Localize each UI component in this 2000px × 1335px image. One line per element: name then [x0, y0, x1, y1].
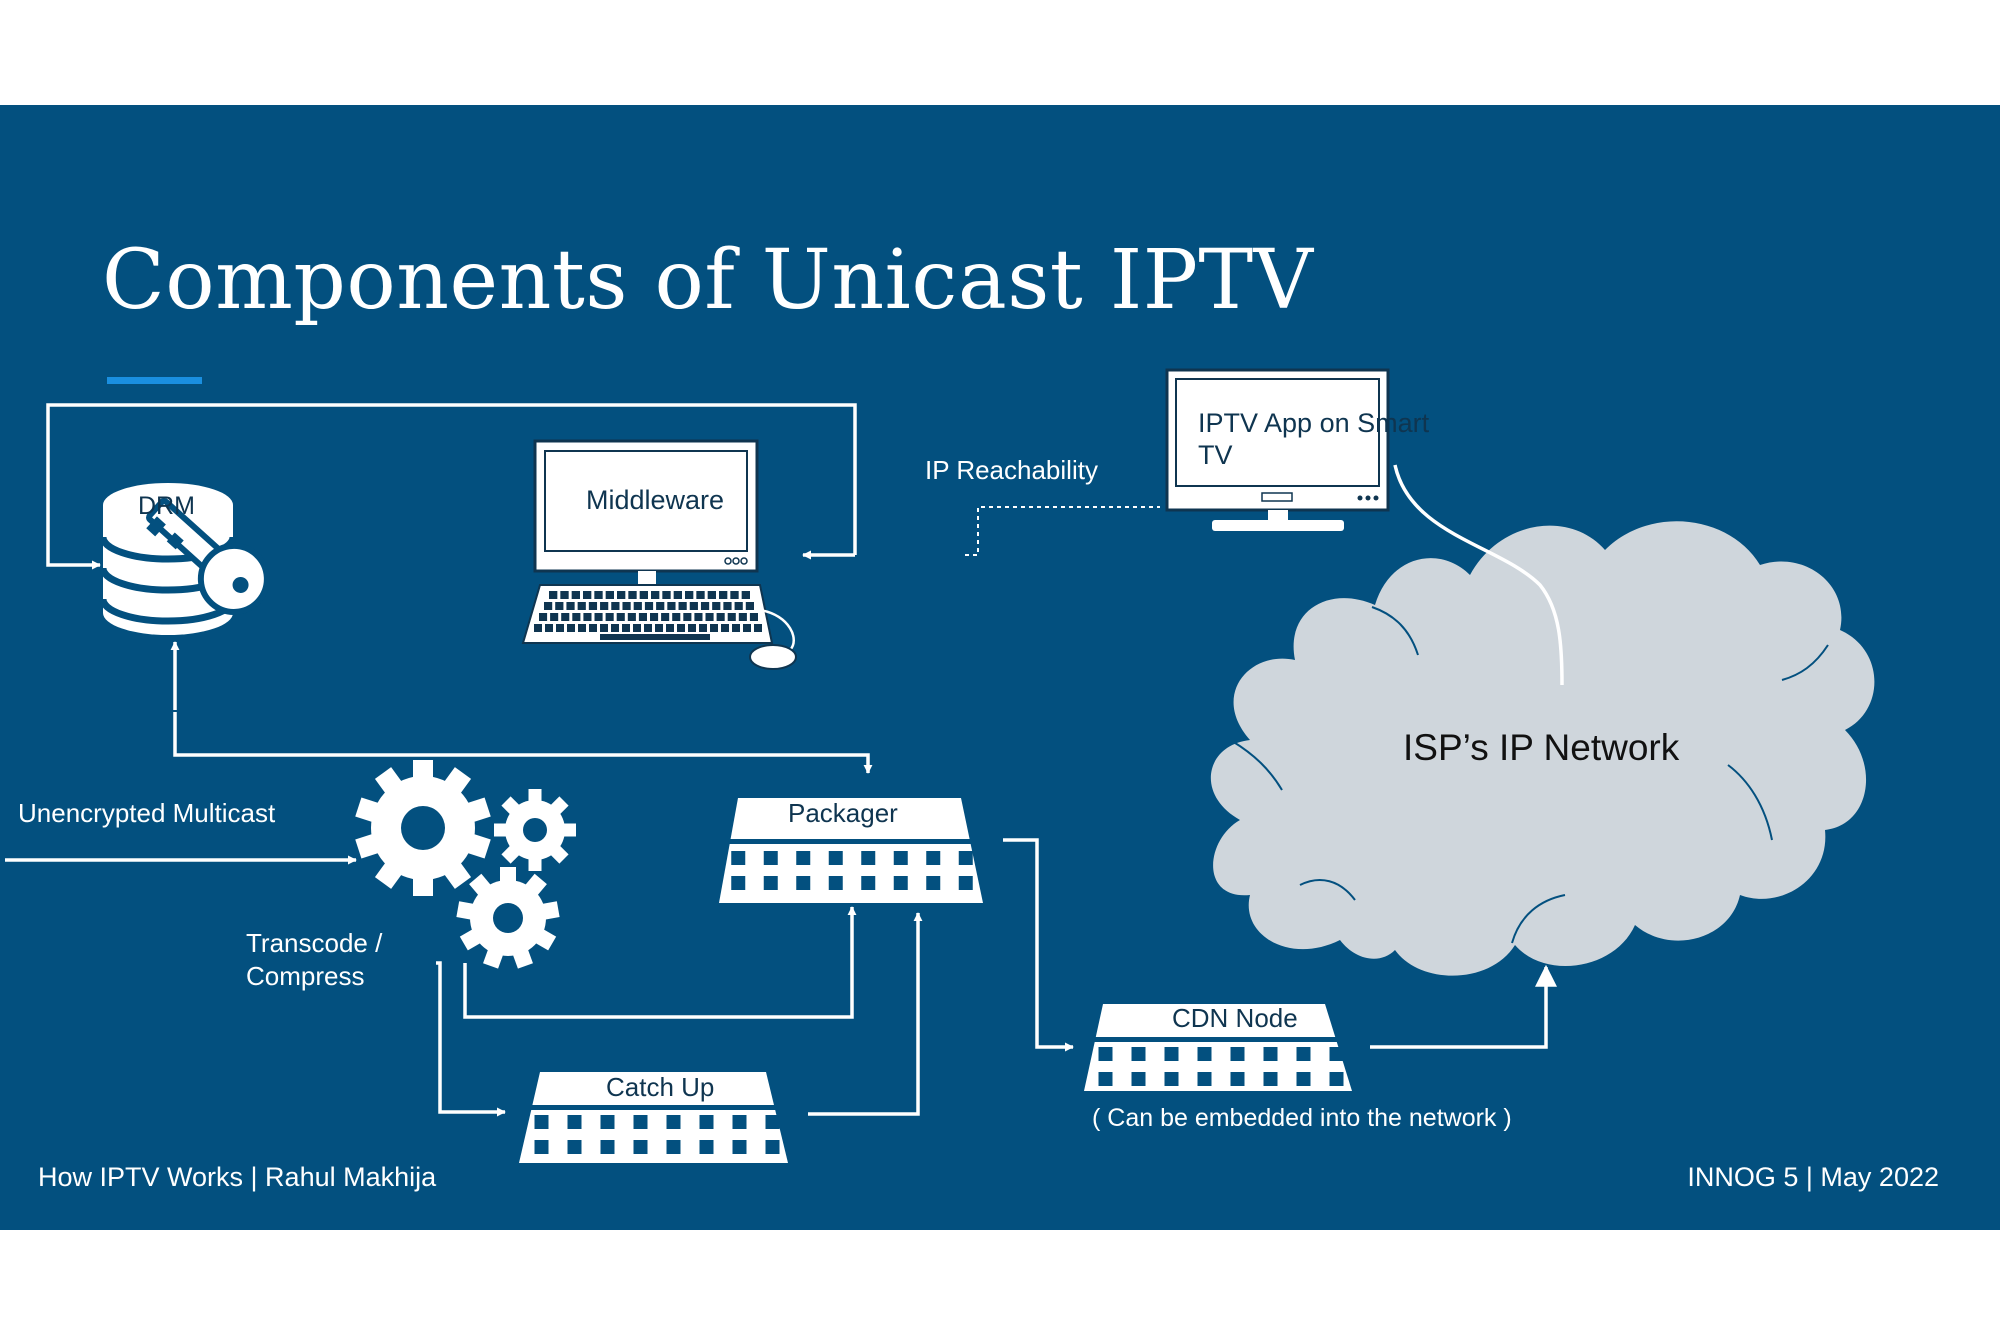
footer-left: How IPTV Works | Rahul Makhija — [38, 1162, 437, 1192]
footer-right: INNOG 5 | May 2022 — [1687, 1162, 1939, 1192]
ip-reachability-label: IP Reachability — [925, 455, 1098, 485]
server-rack-icon — [519, 798, 1353, 1163]
isp-network-label: ISP’s IP Network — [1403, 727, 1680, 768]
transcode-label-line2: Compress — [246, 961, 365, 991]
transcode-label-line1: Transcode / — [246, 928, 383, 958]
cloud-icon — [1210, 521, 1875, 976]
smart-tv-icon — [1165, 368, 1390, 531]
slide: Components of Unicast IPTV DRM Middlewar… — [0, 105, 2000, 1230]
connectors — [5, 403, 1557, 1117]
catch-up-label: Catch Up — [606, 1072, 715, 1102]
computer-icon — [533, 439, 759, 585]
drm-label: DRM — [138, 492, 195, 520]
mouse-icon — [749, 608, 797, 670]
iptv-app-label-line1: IPTV App on Smart — [1198, 408, 1430, 438]
key-icon — [146, 498, 270, 615]
keyboard-icon — [521, 584, 774, 644]
cdn-node-label: CDN Node — [1172, 1003, 1298, 1033]
diagram-canvas — [5, 368, 1875, 1163]
cdn-note-label: ( Can be embedded into the network ) — [1092, 1104, 1512, 1132]
middleware-label: Middleware — [586, 485, 725, 515]
unencrypted-multicast-label: Unencrypted Multicast — [18, 798, 276, 828]
page-title: Components of Unicast IPTV — [102, 233, 1314, 328]
gear-icon — [355, 760, 576, 969]
packager-label: Packager — [788, 798, 898, 828]
iptv-app-label-line2: TV — [1198, 440, 1233, 470]
title-accent-bar — [107, 377, 202, 384]
